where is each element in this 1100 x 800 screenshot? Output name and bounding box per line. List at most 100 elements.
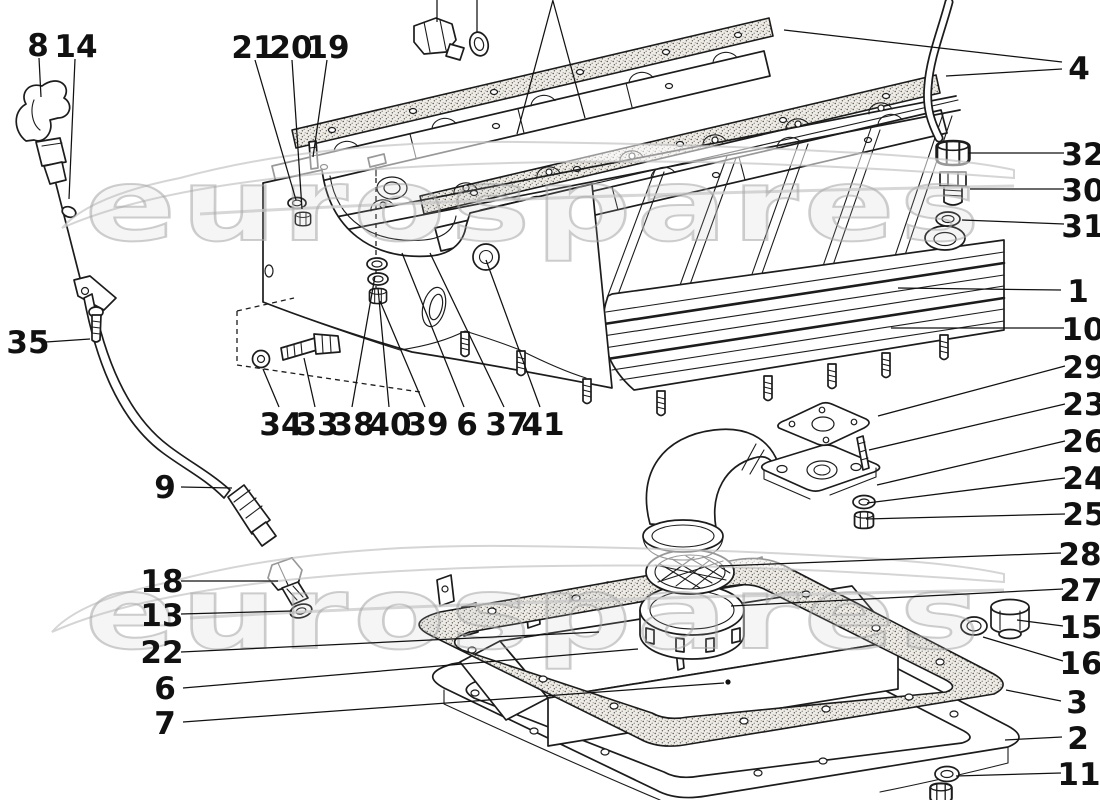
- leader-line: [303, 357, 316, 408]
- callout-37: 37: [429, 252, 529, 443]
- nut-25: [853, 510, 875, 530]
- callout-33: 33: [295, 357, 339, 443]
- callout-number: 39: [405, 407, 448, 443]
- callout-number: 10: [1061, 312, 1100, 348]
- callout-13: 13: [140, 598, 293, 634]
- callout-number: 31: [1061, 209, 1100, 245]
- callout-1: 1: [897, 274, 1089, 310]
- sender-washer: [468, 31, 490, 57]
- leader-line: [730, 588, 1064, 607]
- callout-number: 25: [1062, 497, 1100, 533]
- washer-24: [852, 494, 876, 510]
- stud-23: [856, 435, 870, 471]
- callout-number: 27: [1059, 573, 1100, 609]
- dipstick-tube-9: [83, 293, 231, 499]
- dipstick-handle: [15, 80, 71, 142]
- washer-11: [934, 765, 960, 783]
- callout-27: 27: [730, 573, 1100, 609]
- callout-16: 16: [982, 636, 1100, 682]
- callout-number: 16: [1059, 646, 1100, 682]
- callout-number: 41: [521, 407, 564, 443]
- leader-line-unlabeled: [516, 0, 554, 135]
- callout-number: 38: [331, 407, 374, 443]
- callout-3: 3: [1005, 685, 1088, 721]
- callout-number: 6: [456, 407, 478, 443]
- leader-line: [291, 59, 303, 210]
- callout-number: 20: [269, 30, 312, 66]
- leader-line: [262, 368, 280, 408]
- callout-number: 1: [1067, 274, 1089, 310]
- callout-number: 18: [140, 564, 183, 600]
- dipstick-assembly: [15, 80, 341, 619]
- callout-number: 33: [295, 407, 338, 443]
- callout-number: 15: [1059, 610, 1100, 646]
- breather-hose-4: [923, 0, 954, 143]
- leader-line: [955, 772, 1062, 777]
- callout-number: 21: [231, 30, 274, 66]
- leader-dot: [725, 679, 731, 685]
- callout-34: 34: [259, 368, 303, 443]
- hidden-gasket-outline: [236, 297, 421, 393]
- dipstick-rod: [55, 183, 81, 279]
- callout-14: 14: [54, 29, 98, 200]
- nut-below-11: [929, 782, 953, 800]
- leader-line: [45, 338, 91, 343]
- callout-number: 13: [140, 598, 183, 634]
- leader-line: [877, 365, 1066, 417]
- callout-28: 28: [718, 537, 1100, 573]
- callout-30: 30: [970, 173, 1100, 209]
- callout-number: 34: [259, 407, 302, 443]
- callout-6: 6: [401, 252, 478, 443]
- gasket-29: [777, 401, 870, 447]
- callout-6: 6: [154, 648, 639, 707]
- callout-7: 7: [154, 679, 731, 742]
- leader-line: [982, 636, 1064, 662]
- callout-number: 35: [6, 325, 49, 361]
- leader-line: [783, 29, 1063, 63]
- callout-number: 37: [485, 407, 528, 443]
- callout-4: 4: [783, 29, 1090, 87]
- callout-31: 31: [961, 209, 1100, 245]
- callout-number: 9: [154, 470, 176, 506]
- upper-gasket-strip: [291, 17, 774, 149]
- callout-29: 29: [877, 350, 1100, 417]
- leader-line: [180, 631, 600, 653]
- callout-number: 2: [1067, 721, 1089, 757]
- sump-fin-bank: [601, 239, 1006, 391]
- dipstick-bracket: [73, 275, 117, 311]
- leader-line-unlabeled: [552, 0, 586, 119]
- leader-line: [351, 275, 376, 408]
- washer-31: [935, 211, 961, 227]
- leader-line: [68, 58, 76, 200]
- callout-number: 19: [306, 30, 349, 66]
- callout-number: 26: [1062, 424, 1100, 460]
- callout-40: 40: [368, 287, 412, 443]
- leader-line: [180, 610, 293, 615]
- watermark-text-upper: eurospares: [85, 147, 985, 264]
- callout-10: 10: [891, 312, 1100, 348]
- callout-9: 9: [154, 470, 233, 506]
- callout-32: 32: [968, 137, 1100, 173]
- leader-line: [865, 513, 1066, 520]
- callout-number: 32: [1061, 137, 1100, 173]
- callout-24: 24: [866, 461, 1100, 504]
- drain-plug-15: [990, 598, 1030, 640]
- bolt-35: [88, 306, 104, 343]
- bolt-33: [280, 333, 341, 361]
- watermark-text-lower: eurospares: [85, 555, 985, 672]
- leader-line: [254, 59, 297, 201]
- pressure-sender: [413, 17, 465, 61]
- washer-16: [960, 616, 988, 636]
- callout-8: 8: [27, 28, 49, 98]
- fitting-30: [939, 171, 967, 206]
- leader-line: [182, 648, 639, 689]
- callout-number: 29: [1062, 350, 1100, 386]
- leader-line: [180, 486, 233, 489]
- callout-18: 18: [140, 564, 278, 600]
- callout-22: 22: [140, 631, 600, 671]
- callout-23: 23: [868, 387, 1100, 451]
- callout-number: 6: [154, 671, 176, 707]
